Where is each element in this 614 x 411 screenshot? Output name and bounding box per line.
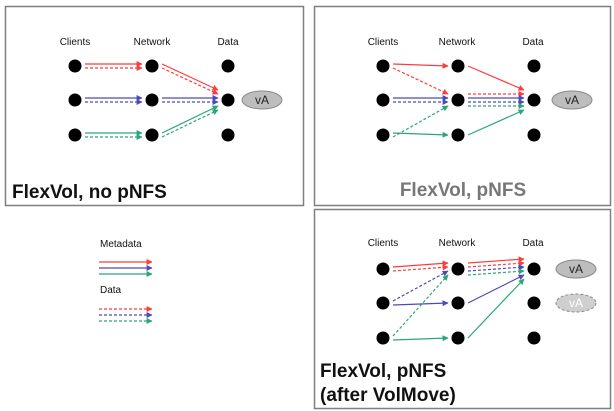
client-3-metadata-arrow (467, 278, 525, 339)
client-1-metadata-arrow (467, 65, 525, 91)
client-node-2 (376, 296, 390, 310)
volume-ghost-vA (555, 293, 597, 313)
flow-arrows (392, 256, 525, 342)
client-2-data-arrow (392, 270, 449, 302)
volumes: vA vA (555, 259, 597, 313)
client-2-data-arrow (467, 264, 525, 272)
legend-metadata-arrows (99, 259, 153, 277)
nodes (68, 59, 235, 142)
column-header-network: Network (439, 238, 477, 249)
client-node-2 (68, 93, 82, 107)
column-header-clients: Clients (368, 238, 399, 249)
client-3-data-arrow (392, 274, 449, 337)
client-3-metadata-arrow (392, 131, 449, 138)
volume-vA (241, 90, 283, 110)
legend-data-label: Data (100, 285, 122, 296)
column-header-data: Data (522, 238, 544, 249)
client-3-data-arrow (161, 109, 219, 138)
client-node-2 (376, 93, 390, 107)
client-1-metadata-arrow (392, 260, 449, 268)
client-node-3 (376, 128, 390, 142)
panel-flexvol-no-pnfs: Clients Network Data vA FlexVol, no pNFS (12, 37, 283, 203)
network-node-2 (451, 93, 465, 107)
client-node-3 (376, 331, 390, 345)
client-1-data-arrow (161, 67, 219, 95)
client-1-data-arrow (467, 260, 525, 268)
column-header-clients: Clients (60, 37, 91, 48)
data-node-1 (527, 59, 541, 73)
column-header-network: Network (134, 37, 172, 48)
column-header-clients: Clients (368, 37, 399, 48)
panel-caption-line-1: FlexVol, pNFS (320, 361, 446, 382)
data-node-3 (527, 128, 541, 142)
client-node-1 (376, 262, 390, 276)
legend-data-arrows (99, 306, 153, 324)
client-3-metadata-arrow (392, 335, 449, 342)
client-node-1 (68, 59, 82, 73)
volume-label: vA (565, 93, 579, 107)
client-node-3 (68, 128, 82, 142)
flow-arrows (85, 61, 219, 140)
volumes: vA (551, 90, 593, 110)
panel-caption-line-1: FlexVol, pNFS (400, 180, 526, 201)
data-node-2 (221, 93, 235, 107)
client-1-data-arrow (392, 67, 449, 95)
client-3-metadata-arrow (467, 109, 525, 136)
network-node-2 (451, 296, 465, 310)
volume-label: vA (255, 93, 269, 107)
client-1-metadata-arrow (467, 256, 525, 264)
network-node-3 (145, 128, 159, 142)
column-header-data: Data (522, 37, 544, 48)
nodes (376, 262, 541, 345)
data-node-1 (221, 59, 235, 73)
client-1-metadata-arrow (161, 63, 219, 91)
legend-metadata-label: Metadata (100, 239, 142, 250)
panel-flexvol-pnfs: Clients Network Data vA FlexVol, pNFS (368, 37, 593, 201)
volume-vA (551, 90, 593, 110)
network-node-1 (145, 59, 159, 73)
column-header-network: Network (439, 37, 477, 48)
network-node-3 (451, 331, 465, 345)
volumes: vA (241, 90, 283, 110)
data-node-2 (527, 296, 541, 310)
data-node-3 (221, 128, 235, 142)
client-1-data-arrow (392, 264, 449, 272)
panel-caption-line-1: FlexVol, no pNFS (12, 182, 167, 203)
network-node-1 (451, 262, 465, 276)
client-3-metadata-arrow (161, 105, 219, 134)
client-2-metadata-arrow (467, 274, 525, 304)
client-3-data-arrow (467, 268, 525, 276)
data-node-3 (527, 331, 541, 345)
network-node-1 (451, 59, 465, 73)
data-node-2 (527, 93, 541, 107)
nodes (376, 59, 541, 142)
client-2-metadata-arrow (392, 300, 449, 307)
data-node-1 (527, 262, 541, 276)
network-node-3 (451, 128, 465, 142)
panel-caption-line-2: (after VolMove) (320, 385, 456, 406)
network-node-2 (145, 93, 159, 107)
volume-vA (555, 259, 597, 279)
column-header-data: Data (217, 37, 239, 48)
client-3-data-arrow (392, 105, 449, 138)
volume-label: vA (569, 262, 583, 276)
client-1-metadata-arrow (392, 62, 449, 69)
flow-arrows (392, 62, 525, 138)
volume-label: vA (569, 296, 583, 310)
legend: Metadata Data (99, 239, 153, 324)
client-node-1 (376, 59, 390, 73)
